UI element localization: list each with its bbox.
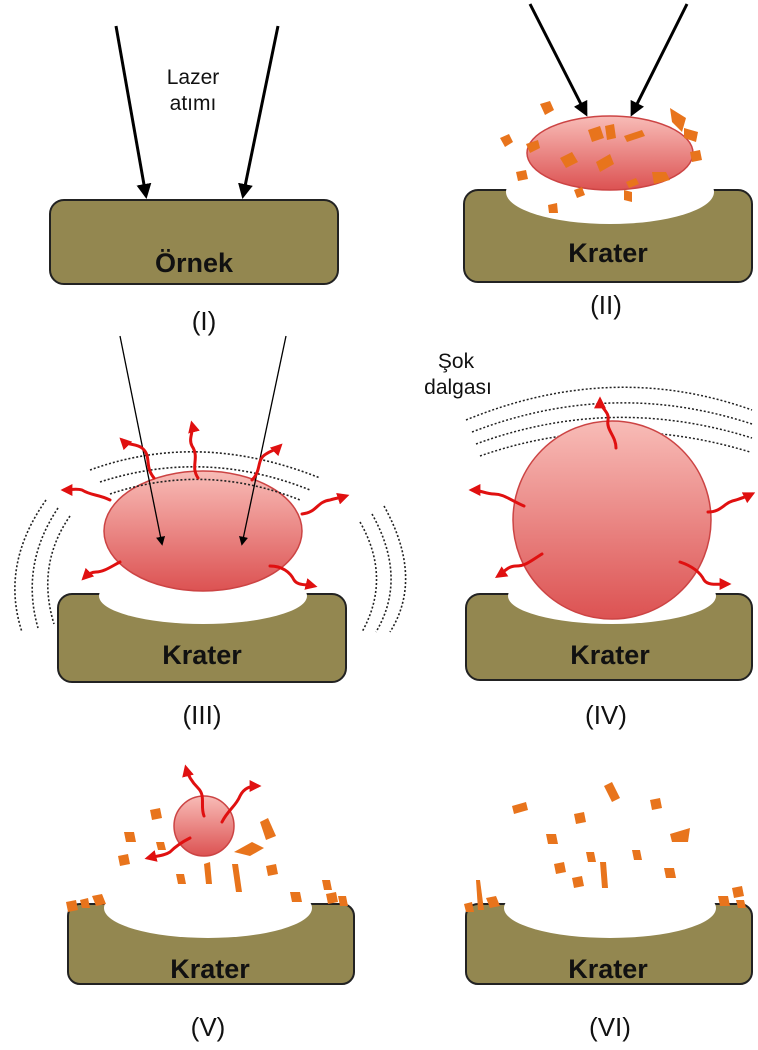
panel-caption: (VI) [589, 1012, 631, 1042]
panel-2: Krater (II) [464, 4, 752, 320]
block-label: Krater [570, 640, 650, 670]
crater [504, 878, 716, 938]
plasma-plume [104, 471, 302, 591]
panel-3: Krater (III) [15, 336, 406, 730]
panel-caption: (III) [183, 700, 222, 730]
laser-beam-left [530, 4, 586, 114]
panel-6: Krater (VI) [464, 782, 752, 1042]
plasma-plume [174, 796, 234, 856]
shock-label-line2: dalgası [424, 376, 492, 399]
laser-beam-left [116, 26, 146, 196]
panel-caption: (I) [192, 306, 217, 336]
block-label: Krater [568, 238, 648, 268]
block-label: Krater [568, 954, 648, 984]
block-label: Örnek [155, 248, 234, 278]
block-label: Krater [162, 640, 242, 670]
panel-caption: (II) [590, 290, 622, 320]
plasma-plume [513, 421, 711, 619]
laser-label-line1: Lazer [167, 66, 220, 89]
panel-caption: (IV) [585, 700, 627, 730]
panel-4: Şok dalgası Krater (IV) [424, 350, 752, 730]
laser-beam-right [632, 4, 687, 114]
block-label: Krater [170, 954, 250, 984]
laser-label-line2: atımı [170, 92, 217, 115]
crater [104, 878, 312, 938]
laser-beam-right [243, 26, 278, 196]
shock-label-line1: Şok [438, 350, 475, 373]
panel-5: Krater (V) [66, 768, 354, 1042]
panel-caption: (V) [191, 1012, 226, 1042]
panel-1: Lazer atımı Örnek (I) [50, 26, 338, 336]
